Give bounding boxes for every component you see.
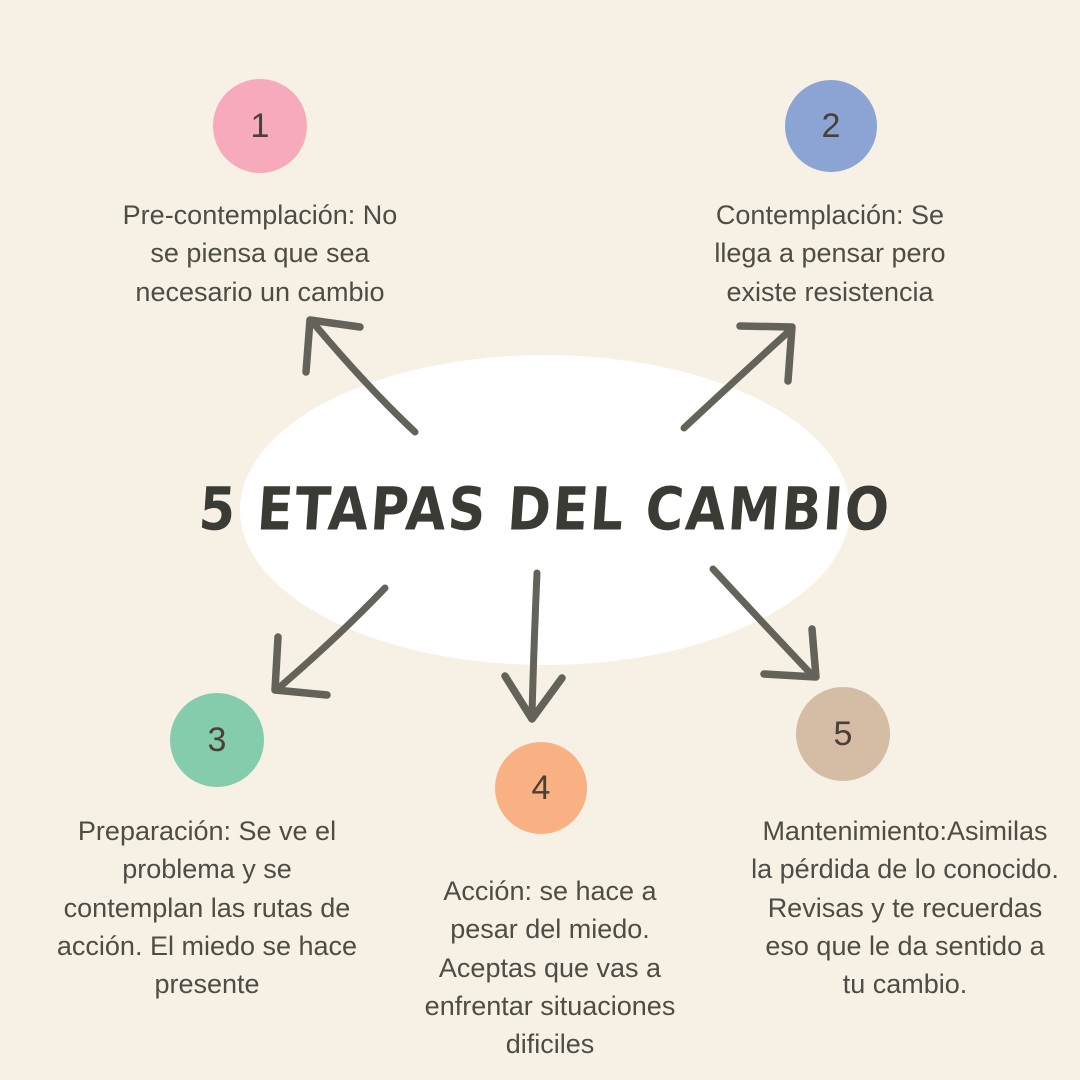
stage-caption-3: Preparación: Se ve el problema y se cont…	[56, 816, 358, 1000]
page-title: 5 etapas del cambio	[196, 475, 894, 545]
stage-circle-1[interactable]: 1	[213, 79, 307, 173]
stage-caption-4: Acción: se hace a pesar del miedo. Acept…	[424, 876, 676, 1060]
stage-circle-5[interactable]: 5	[796, 687, 890, 781]
stage-caption-2: Contemplación: Se llega a pensar pero ex…	[714, 200, 946, 307]
stage-circle-3[interactable]: 3	[170, 693, 264, 787]
stage-circle-2[interactable]: 2	[785, 80, 877, 172]
stage-circle-4[interactable]: 4	[495, 742, 587, 834]
stage-caption-1: Pre-contemplación: No se piensa que sea …	[122, 200, 398, 307]
stage-caption-5: Mantenimiento:Asimilas la pérdida de lo …	[751, 816, 1059, 1000]
